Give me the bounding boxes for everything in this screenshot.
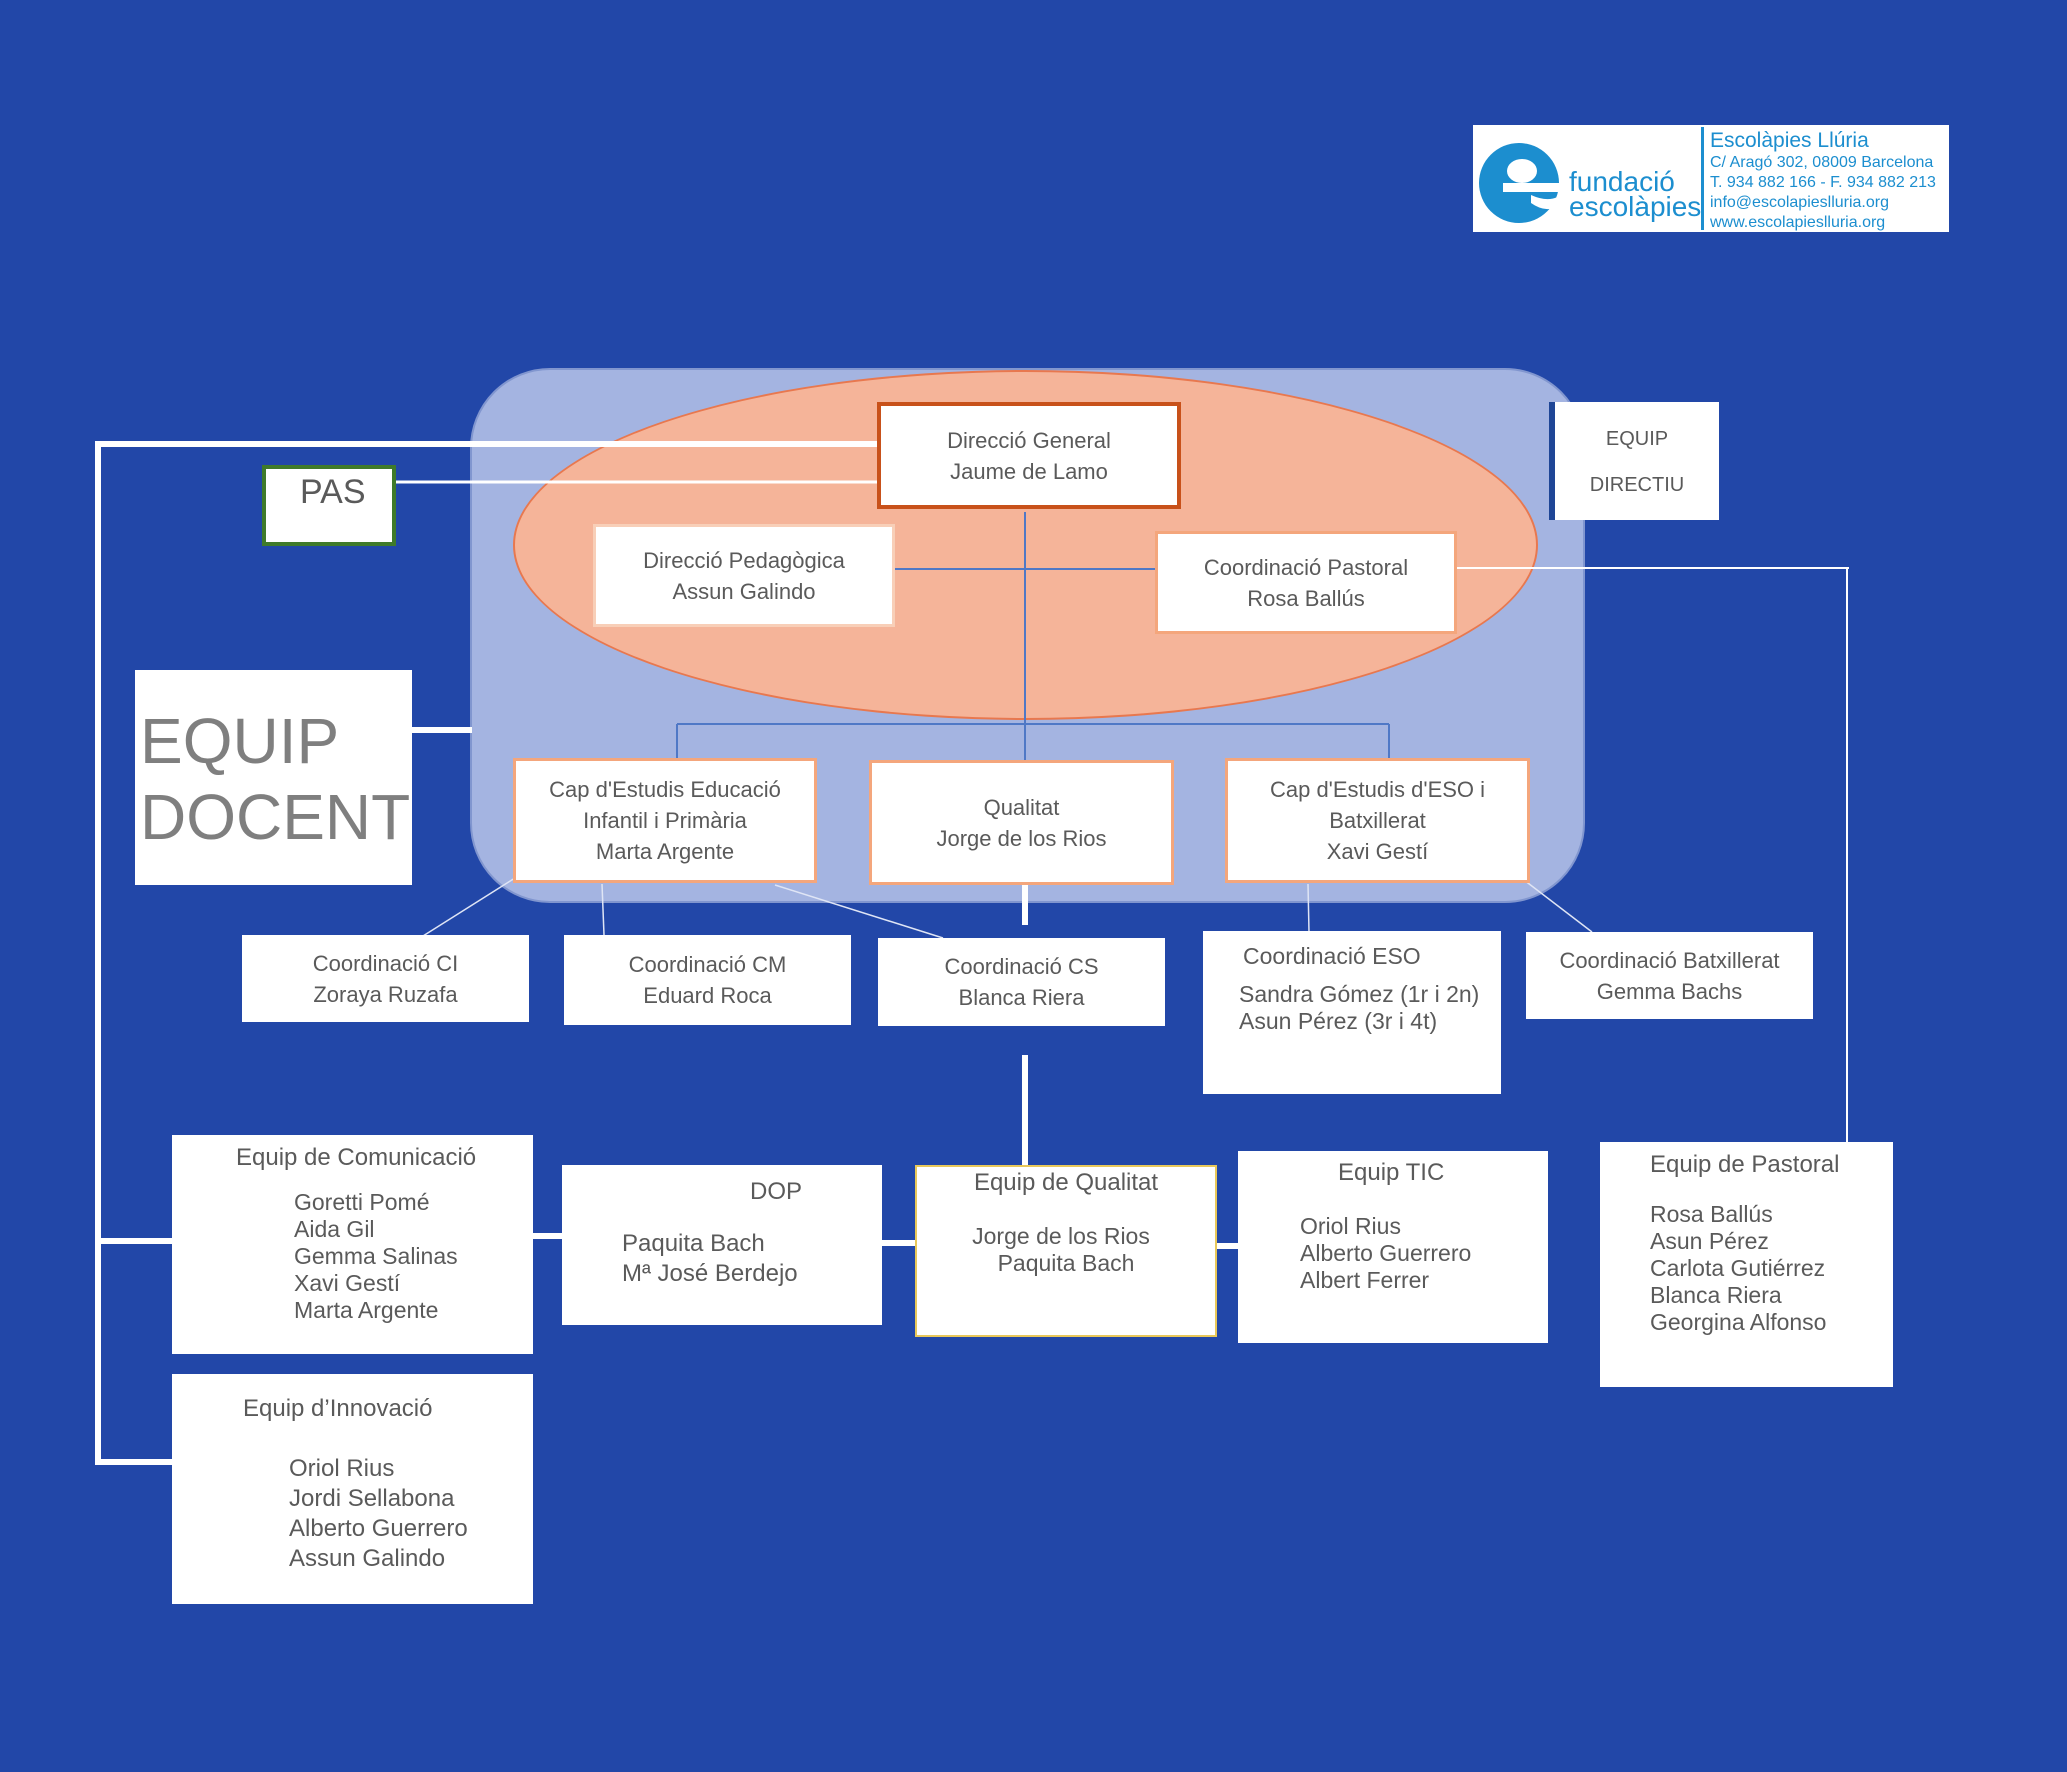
team-member: Alberto Guerrero bbox=[289, 1515, 468, 1542]
equip-tic-title: Equip TIC bbox=[1338, 1159, 1445, 1186]
coordinacio-batx-title: Coordinació Batxillerat bbox=[1559, 947, 1780, 973]
equip-comunicacio-box: Equip de Comunicació Goretti Pomé Aida G… bbox=[172, 1135, 533, 1354]
equip-pastoral-box: Equip de Pastoral Rosa Ballús Asun Pérez… bbox=[1600, 1142, 1893, 1387]
cap-infantil-name: Marta Argente bbox=[595, 839, 735, 864]
coordinacio-cs-title: Coordinació CS bbox=[944, 954, 1099, 979]
equip-innovacio-box: Equip d’Innovació Oriol Rius Jordi Sella… bbox=[172, 1374, 533, 1604]
coordinacio-eso-title: Coordinació ESO bbox=[1243, 943, 1421, 969]
coordinacio-cm-name: Eduard Roca bbox=[643, 983, 772, 1008]
team-member: Alberto Guerrero bbox=[1300, 1240, 1472, 1266]
direccio-pedagogica-box: Direcció Pedagògica Assun Galindo bbox=[593, 524, 895, 627]
equip-docent-line2: DOCENT bbox=[140, 781, 411, 853]
direccio-pedagogica-name: Assun Galindo bbox=[672, 578, 816, 604]
equip-comunicacio-title: Equip de Comunicació bbox=[236, 1144, 477, 1171]
equip-qualitat-title: Equip de Qualitat bbox=[973, 1169, 1159, 1196]
logo-address: C/ Aragó 302, 08009 Barcelona bbox=[1710, 154, 1934, 171]
coordinacio-batxillerat-box: Coordinació Batxillerat Gemma Bachs bbox=[1526, 932, 1813, 1019]
coordinacio-pastoral-name: Rosa Ballús bbox=[1247, 585, 1365, 611]
cap-infantil-line2: Infantil i Primària bbox=[583, 808, 747, 833]
coordinacio-ci-name: Zoraya Ruzafa bbox=[313, 981, 458, 1007]
dop-box: DOP Paquita Bach Mª José Berdejo bbox=[562, 1165, 882, 1325]
coordinacio-pastoral-title: Coordinació Pastoral bbox=[1203, 554, 1409, 580]
coordinacio-eso-box: Coordinació ESO Sandra Gómez (1r i 2n) A… bbox=[1203, 931, 1501, 1094]
team-member: Oriol Rius bbox=[1300, 1213, 1401, 1239]
team-member: Albert Ferrer bbox=[1300, 1267, 1430, 1293]
team-member: Georgina Alfonso bbox=[1650, 1309, 1827, 1335]
direccio-pedagogica-title: Direcció Pedagògica bbox=[643, 547, 845, 573]
logo-contact: Escolàpies Llúria C/ Aragó 302, 08009 Ba… bbox=[1710, 128, 1936, 233]
cap-estudis-eso-box: Cap d'Estudis d'ESO i Batxillerat Xavi G… bbox=[1225, 758, 1530, 883]
team-member: Oriol Rius bbox=[289, 1455, 395, 1482]
school-logo: fundació escolàpies Escolàpies Llúria C/… bbox=[1473, 125, 1949, 232]
equip-docent-line1: EQUIP bbox=[140, 705, 340, 777]
cap-eso-name: Xavi Gestí bbox=[1326, 839, 1429, 864]
equip-directiu-label: EQUIP DIRECTIU bbox=[1549, 402, 1719, 520]
equip-pastoral-title: Equip de Pastoral bbox=[1650, 1151, 1840, 1178]
team-member: Aida Gil bbox=[294, 1216, 375, 1242]
coordinacio-cm-box: Coordinació CM Eduard Roca bbox=[564, 935, 851, 1025]
coordinacio-eso-member: Asun Pérez (3r i 4t) bbox=[1239, 1008, 1438, 1034]
team-member: Mª José Berdejo bbox=[622, 1260, 798, 1287]
cap-estudis-infantil-box: Cap d'Estudis Educació Infantil i Primàr… bbox=[513, 758, 817, 883]
coordinacio-cs-box: Coordinació CS Blanca Riera bbox=[878, 938, 1165, 1026]
logo-brand-line2: escolàpies bbox=[1569, 191, 1702, 222]
coordinacio-ci-box: Coordinació CI Zoraya Ruzafa bbox=[242, 935, 529, 1022]
dop-title: DOP bbox=[750, 1178, 803, 1205]
coordinacio-ci-title: Coordinació CI bbox=[312, 950, 459, 976]
team-member: Paquita Bach bbox=[997, 1250, 1135, 1276]
team-member: Asun Pérez bbox=[1650, 1228, 1769, 1254]
team-member: Paquita Bach bbox=[622, 1230, 765, 1257]
direccio-general-box: Direcció General Jaume de Lamo bbox=[877, 402, 1181, 509]
equip-innovacio-title: Equip d’Innovació bbox=[243, 1395, 433, 1422]
logo-web: www.escolapieslluria.org bbox=[1710, 214, 1886, 231]
logo-e-icon bbox=[1479, 143, 1565, 223]
team-member: Gemma Salinas bbox=[294, 1243, 458, 1269]
team-member: Carlota Gutiérrez bbox=[1650, 1255, 1826, 1281]
equip-docent-label: EQUIP DOCENT bbox=[135, 670, 412, 885]
coordinacio-pastoral-box: Coordinació Pastoral Rosa Ballús bbox=[1155, 531, 1457, 634]
equip-tic-box: Equip TIC Oriol Rius Alberto Guerrero Al… bbox=[1238, 1151, 1548, 1343]
qualitat-title: Qualitat bbox=[983, 794, 1060, 820]
pas-box: PAS bbox=[262, 465, 396, 546]
team-member: Goretti Pomé bbox=[294, 1189, 430, 1215]
direccio-general-title: Direcció General bbox=[947, 427, 1111, 453]
cap-eso-line2: Batxillerat bbox=[1329, 808, 1426, 833]
logo-brand: fundació escolàpies bbox=[1569, 166, 1702, 222]
team-member: Jorge de los Rios bbox=[972, 1223, 1150, 1249]
logo-brand-line1: fundació bbox=[1569, 166, 1675, 197]
equip-directiu-line1: EQUIP bbox=[1605, 428, 1669, 450]
team-member: Blanca Riera bbox=[1650, 1282, 1782, 1308]
team-member: Rosa Ballús bbox=[1650, 1201, 1773, 1227]
team-member: Xavi Gestí bbox=[294, 1270, 401, 1296]
coordinacio-cm-title: Coordinació CM bbox=[628, 952, 787, 977]
coordinacio-cs-name: Blanca Riera bbox=[958, 985, 1085, 1010]
team-member: Jordi Sellabona bbox=[289, 1485, 455, 1512]
qualitat-box: Qualitat Jorge de los Rios bbox=[869, 760, 1174, 885]
team-member: Assun Galindo bbox=[289, 1545, 446, 1572]
logo-phone: T. 934 882 166 - F. 934 882 213 bbox=[1710, 174, 1936, 191]
equip-qualitat-box: Equip de Qualitat Jorge de los Rios Paqu… bbox=[915, 1165, 1217, 1337]
logo-email: info@escolapieslluria.org bbox=[1710, 194, 1889, 211]
direccio-general-name: Jaume de Lamo bbox=[950, 458, 1108, 484]
qualitat-name: Jorge de los Rios bbox=[936, 825, 1107, 851]
coordinacio-eso-member: Sandra Gómez (1r i 2n) bbox=[1239, 981, 1480, 1007]
coordinacio-batx-name: Gemma Bachs bbox=[1596, 978, 1743, 1004]
team-member: Marta Argente bbox=[294, 1297, 439, 1323]
cap-eso-line1: Cap d'Estudis d'ESO i bbox=[1269, 777, 1486, 802]
logo-school-name: Escolàpies Llúria bbox=[1710, 129, 1869, 152]
logo-separator bbox=[1701, 127, 1704, 230]
cap-infantil-line1: Cap d'Estudis Educació bbox=[549, 777, 781, 802]
equip-directiu-line2: DIRECTIU bbox=[1589, 474, 1685, 496]
